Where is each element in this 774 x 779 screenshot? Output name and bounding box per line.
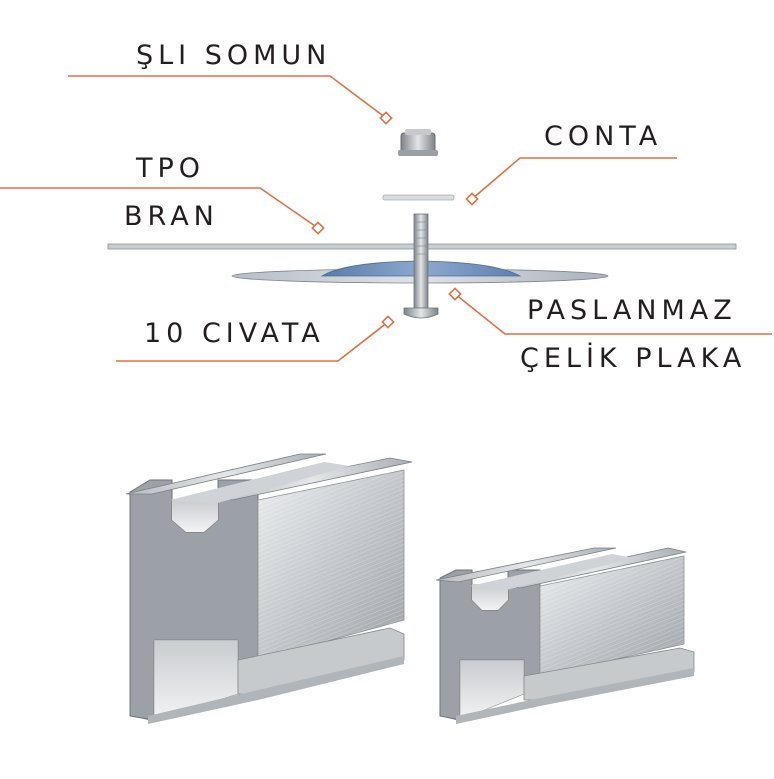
leader-bolt: [116, 321, 389, 362]
aluminum-rail-small: [435, 547, 695, 724]
leader-gasket: [471, 157, 677, 200]
label-gasket: CONTA: [544, 121, 663, 152]
leader-nut: [68, 75, 387, 119]
label-membrane-1: TPO: [136, 153, 206, 184]
label-plate-1: PASLANMAZ: [527, 295, 737, 326]
leader-gasket-end: [465, 192, 479, 206]
gasket-washer: [382, 194, 455, 201]
bolt: [403, 213, 439, 319]
label-membrane-2: BRAN: [124, 201, 219, 232]
label-bolt: 10 CIVATA: [144, 318, 325, 349]
flange-nut: [398, 129, 438, 156]
leader-nut-end: [379, 111, 393, 125]
label-nut: ŞLI SOMUN: [136, 40, 332, 71]
leader-lines: [0, 75, 772, 362]
label-plate-2: ÇELİK PLAKA: [520, 343, 747, 374]
leader-bolt-end: [381, 315, 395, 329]
leader-plate-end: [448, 287, 462, 301]
leader-tpo: [0, 187, 319, 229]
leader-plate: [454, 293, 772, 335]
leader-tpo-end: [311, 221, 325, 235]
aluminum-rail-large: [125, 453, 413, 724]
